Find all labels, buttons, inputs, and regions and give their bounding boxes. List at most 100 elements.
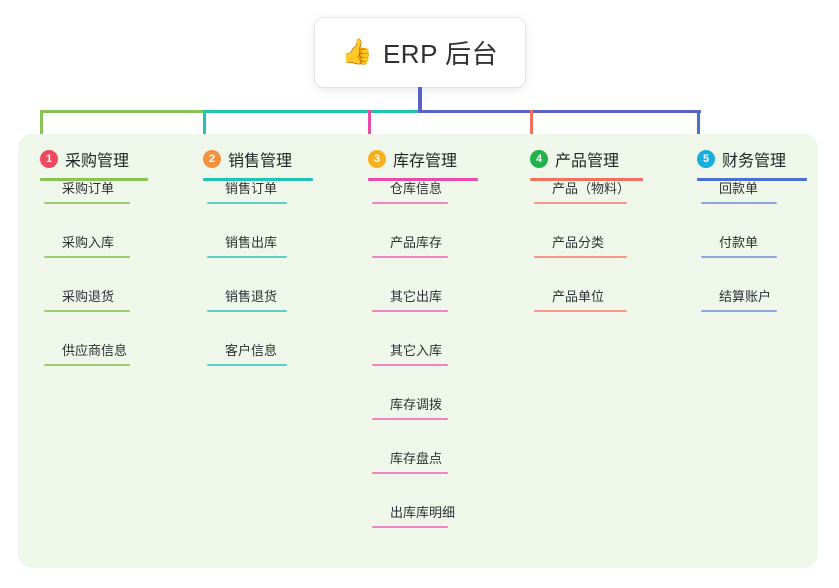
branch-drop-5 <box>697 110 700 148</box>
leaf-node-label: 库存盘点 <box>390 451 443 466</box>
branch-number-badge-1: 1 <box>40 150 58 168</box>
leaf-node-underline <box>701 310 777 312</box>
leaf-node-underline <box>44 256 130 258</box>
branch-underline-4 <box>530 178 643 181</box>
leaf-node-label: 其它入库 <box>390 343 443 358</box>
root-node[interactable]: 👍 ERP 后台 <box>315 18 525 87</box>
leaf-node[interactable]: 付款单 <box>697 232 777 258</box>
branches-panel <box>18 134 818 568</box>
leaf-node-underline <box>44 364 130 366</box>
leaf-node-underline <box>372 310 448 312</box>
branch-drop-4 <box>530 110 533 148</box>
leaf-node[interactable]: 销售出库 <box>203 232 287 258</box>
branch-header-2[interactable]: 2 销售管理 <box>203 146 313 172</box>
leaf-node[interactable]: 库存调拨 <box>368 394 448 420</box>
branch-number-badge-5: 5 <box>697 150 715 168</box>
leaf-node-label: 回款单 <box>719 181 759 196</box>
root-node-content: 👍 ERP 后台 <box>342 34 498 71</box>
leaf-node[interactable]: 产品（物料） <box>530 178 630 204</box>
branch-header-5[interactable]: 5 财务管理 <box>697 146 807 172</box>
leaf-node-underline <box>207 256 287 258</box>
thumbs-up-icon: 👍 <box>341 38 373 66</box>
leaf-node[interactable]: 采购入库 <box>40 232 130 258</box>
leaf-node-label: 采购入库 <box>62 235 115 250</box>
leaf-node-label: 结算账户 <box>719 289 772 304</box>
branch-title-1: 采购管理 <box>65 153 130 170</box>
leaf-node[interactable]: 产品库存 <box>368 232 448 258</box>
leaf-node-underline <box>372 526 448 528</box>
leaf-node[interactable]: 仓库信息 <box>368 178 448 204</box>
leaf-node-underline <box>701 202 777 204</box>
leaf-node-underline <box>207 364 287 366</box>
branch-underline-2 <box>203 178 313 181</box>
leaf-node[interactable]: 结算账户 <box>697 286 777 312</box>
branch-underline-5 <box>697 178 807 181</box>
leaf-node-underline <box>207 310 287 312</box>
branch-column-1: 1 采购管理 <box>40 146 148 181</box>
branch-drop-2 <box>203 110 206 148</box>
branch-number-badge-3: 3 <box>368 150 386 168</box>
branch-title-3: 库存管理 <box>393 153 458 170</box>
leaf-node-label: 采购订单 <box>62 181 115 196</box>
leaf-node-label: 产品（物料） <box>552 181 631 196</box>
leaf-node-underline <box>44 202 130 204</box>
leaf-node[interactable]: 客户信息 <box>203 340 287 366</box>
branch-underline-1 <box>40 178 148 181</box>
bus-segment-1 <box>42 110 205 113</box>
leaf-node-underline <box>207 202 287 204</box>
branch-title-4: 产品管理 <box>555 153 620 170</box>
branch-column-2: 2 销售管理 <box>203 146 313 181</box>
leaf-node[interactable]: 产品分类 <box>530 232 627 258</box>
root-node-title: ERP 后台 <box>382 39 499 69</box>
leaf-node[interactable]: 采购退货 <box>40 286 130 312</box>
branch-drop-3 <box>368 110 371 148</box>
leaf-node-label: 库存调拨 <box>390 397 443 412</box>
leaf-node[interactable]: 销售订单 <box>203 178 287 204</box>
branch-header-1[interactable]: 1 采购管理 <box>40 146 148 172</box>
leaf-node-label: 销售订单 <box>225 181 278 196</box>
leaf-node[interactable]: 回款单 <box>697 178 777 204</box>
leaf-node-label: 产品库存 <box>390 235 443 250</box>
bus-segment-2 <box>205 110 420 113</box>
leaf-node-underline <box>372 202 448 204</box>
leaf-node[interactable]: 其它出库 <box>368 286 448 312</box>
leaf-node-label: 付款单 <box>719 235 759 250</box>
leaf-node-label: 产品单位 <box>552 289 605 304</box>
leaf-node[interactable]: 其它入库 <box>368 340 448 366</box>
leaf-node[interactable]: 产品单位 <box>530 286 627 312</box>
leaf-node[interactable]: 出库库明细 <box>368 502 455 528</box>
branch-column-5: 5 财务管理 <box>697 146 807 181</box>
branch-header-4[interactable]: 4 产品管理 <box>530 146 643 172</box>
leaf-node-label: 客户信息 <box>225 343 278 358</box>
leaf-node-label: 仓库信息 <box>390 181 443 196</box>
leaf-node-underline <box>372 364 448 366</box>
leaf-node-underline <box>534 256 627 258</box>
bus-segment-3 <box>418 110 701 113</box>
leaf-node-underline <box>372 256 448 258</box>
branch-number-badge-2: 2 <box>203 150 221 168</box>
branch-drop-1 <box>40 110 43 148</box>
branch-title-5: 财务管理 <box>722 153 787 170</box>
branch-column-4: 4 产品管理 <box>530 146 643 181</box>
branch-column-3: 3 库存管理 <box>368 146 478 181</box>
root-stem <box>418 87 422 113</box>
branch-number-badge-4: 4 <box>530 150 548 168</box>
branch-header-3[interactable]: 3 库存管理 <box>368 146 478 172</box>
leaf-node-underline <box>701 256 777 258</box>
leaf-node-underline <box>372 418 448 420</box>
leaf-node-label: 销售出库 <box>225 235 278 250</box>
leaf-node-label: 其它出库 <box>390 289 443 304</box>
branch-underline-3 <box>368 178 478 181</box>
leaf-node-label: 采购退货 <box>62 289 115 304</box>
branch-title-2: 销售管理 <box>228 153 293 170</box>
leaf-node-underline <box>534 310 627 312</box>
leaf-node[interactable]: 销售退货 <box>203 286 287 312</box>
leaf-node-underline <box>372 472 448 474</box>
leaf-node[interactable]: 供应商信息 <box>40 340 130 366</box>
leaf-node-underline <box>534 202 627 204</box>
leaf-node-label: 出库库明细 <box>390 505 456 520</box>
leaf-node[interactable]: 采购订单 <box>40 178 130 204</box>
leaf-node-underline <box>44 310 130 312</box>
leaf-node[interactable]: 库存盘点 <box>368 448 448 474</box>
